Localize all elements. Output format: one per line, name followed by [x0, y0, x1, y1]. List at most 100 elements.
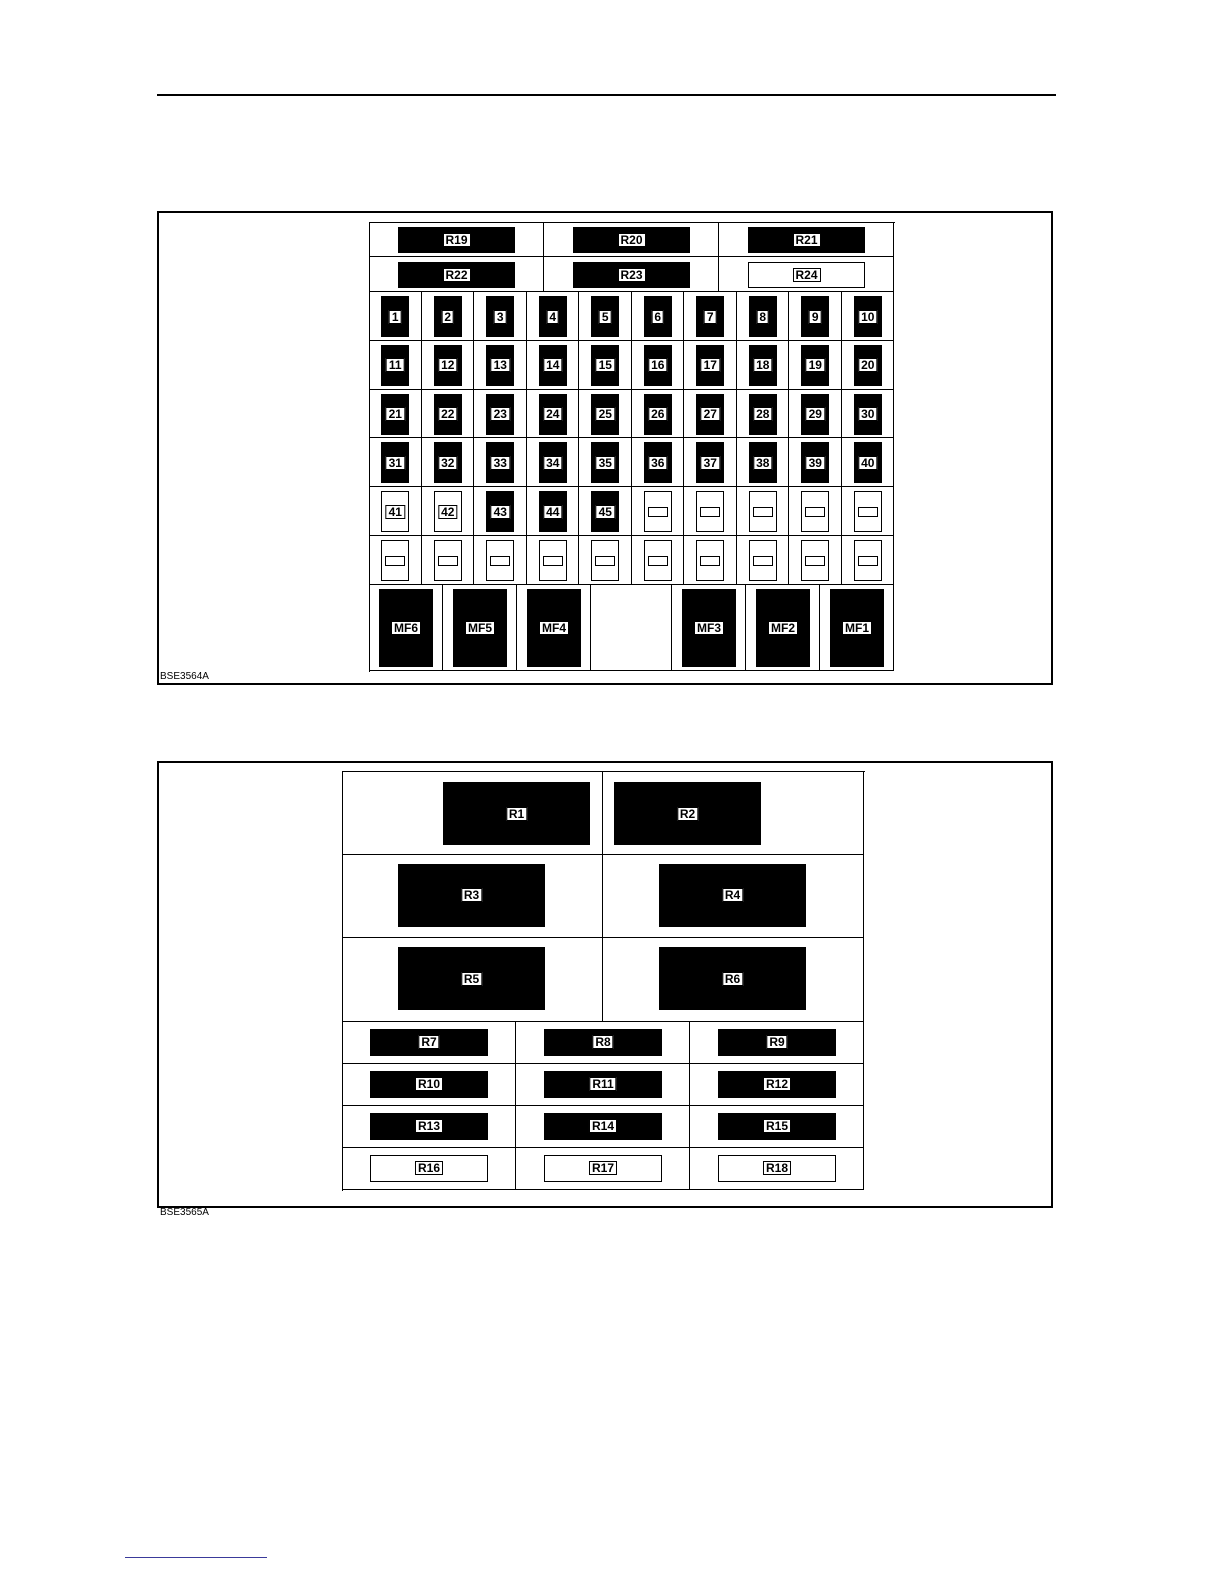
- fuse: 20: [854, 345, 882, 386]
- fuse-label-blank: [700, 556, 720, 566]
- relay-label: R1: [506, 807, 527, 821]
- fuse: [854, 540, 882, 581]
- header-rule: [157, 94, 1056, 96]
- relay-r4: R4: [659, 864, 806, 927]
- fuse-label: 20: [858, 358, 877, 372]
- fuse: 6: [644, 296, 672, 337]
- relay-label: R7: [418, 1035, 439, 1049]
- fuse: 35: [591, 442, 619, 483]
- fuse-label: 7: [704, 310, 717, 324]
- fuse: [854, 491, 882, 532]
- fuse-label: 19: [806, 358, 825, 372]
- relay-r19: R19: [398, 227, 515, 253]
- relay-r14: R14: [544, 1113, 662, 1140]
- fuse-label: 11: [386, 358, 405, 372]
- fuse-label: 18: [753, 358, 772, 372]
- relay-label: R15: [763, 1119, 791, 1133]
- relay-r18: R18: [718, 1155, 836, 1182]
- maxi-fuse-label: MF1: [842, 621, 872, 635]
- fuse-label: 10: [858, 310, 877, 324]
- fuse: 17: [696, 345, 724, 386]
- fuse: 29: [801, 394, 829, 435]
- relay-label: R8: [592, 1035, 613, 1049]
- fuse: [696, 540, 724, 581]
- fuse-label: 12: [438, 358, 457, 372]
- fuse: 40: [854, 442, 882, 483]
- fuse: [801, 491, 829, 532]
- relay-label: R9: [766, 1035, 787, 1049]
- relay-r9: R9: [718, 1029, 836, 1056]
- relay-label: R19: [442, 233, 470, 247]
- fuse: 2: [434, 296, 462, 337]
- fuse-label-blank: [805, 556, 825, 566]
- relay-r16: R16: [370, 1155, 488, 1182]
- fuse-label: 3: [494, 310, 507, 324]
- fuse-label: 43: [491, 505, 510, 519]
- relay-r11: R11: [544, 1071, 662, 1098]
- fuse-label: 29: [806, 407, 825, 421]
- relay-r17: R17: [544, 1155, 662, 1182]
- fuse-label: 40: [858, 456, 877, 470]
- fuse: 32: [434, 442, 462, 483]
- relay-label: R21: [792, 233, 820, 247]
- relay-label: R16: [415, 1161, 443, 1175]
- fuse: 41: [381, 491, 409, 532]
- relay-label: R11: [589, 1077, 616, 1091]
- fuse: 9: [801, 296, 829, 337]
- maxi-fuse-slot: [591, 585, 672, 671]
- relay-r2: R2: [614, 782, 761, 845]
- fuse-label-blank: [805, 507, 825, 517]
- fuse: 36: [644, 442, 672, 483]
- maxi-fuse-mf1: MF1: [830, 589, 884, 667]
- fuse: [434, 540, 462, 581]
- fuse-label-blank: [648, 507, 668, 517]
- relay-r15: R15: [718, 1113, 836, 1140]
- fuse: 8: [749, 296, 777, 337]
- fuse-label: 27: [701, 407, 720, 421]
- fuse-label: 23: [491, 407, 510, 421]
- fuse-label-blank: [858, 507, 878, 517]
- fuse: [749, 540, 777, 581]
- fuse-label-blank: [595, 556, 615, 566]
- fuse-label-blank: [858, 556, 878, 566]
- maxi-fuse-mf3: MF3: [682, 589, 736, 667]
- relay-label: R17: [589, 1161, 617, 1175]
- fuse-label: 26: [648, 407, 667, 421]
- fuse: 24: [539, 394, 567, 435]
- fuse-label: 33: [491, 456, 510, 470]
- relay-label: R23: [617, 268, 645, 282]
- fuse: 31: [381, 442, 409, 483]
- relay-r7: R7: [370, 1029, 488, 1056]
- fuse-label: 1: [389, 310, 402, 324]
- fuse: 14: [539, 345, 567, 386]
- fuse-label-blank: [753, 556, 773, 566]
- relay-r20: R20: [573, 227, 690, 253]
- fuse: 27: [696, 394, 724, 435]
- fuse-label: 44: [543, 505, 562, 519]
- maxi-fuse-mf2: MF2: [756, 589, 810, 667]
- fuse-label: 21: [386, 407, 405, 421]
- fuse: 45: [591, 491, 619, 532]
- fuse: 33: [486, 442, 514, 483]
- fuse-label: 41: [386, 505, 405, 519]
- maxi-fuse-label: MF4: [539, 621, 569, 635]
- figure-code: BSE3565A: [160, 1208, 209, 1218]
- fuse: 1: [381, 296, 409, 337]
- relay-label: R5: [461, 972, 482, 986]
- fuse: 37: [696, 442, 724, 483]
- fuse: 3: [486, 296, 514, 337]
- relay-r10: R10: [370, 1071, 488, 1098]
- fuse-label: 8: [756, 310, 769, 324]
- fuse: [749, 491, 777, 532]
- fuse: 42: [434, 491, 462, 532]
- fuse: [381, 540, 409, 581]
- fuse-label: 34: [543, 456, 562, 470]
- maxi-fuse-label: MF5: [465, 621, 495, 635]
- fuse: 23: [486, 394, 514, 435]
- fuse: [486, 540, 514, 581]
- fuse: 15: [591, 345, 619, 386]
- fuse-label: 5: [599, 310, 612, 324]
- fuse: 38: [749, 442, 777, 483]
- fuse: 10: [854, 296, 882, 337]
- fuse-label: 38: [753, 456, 772, 470]
